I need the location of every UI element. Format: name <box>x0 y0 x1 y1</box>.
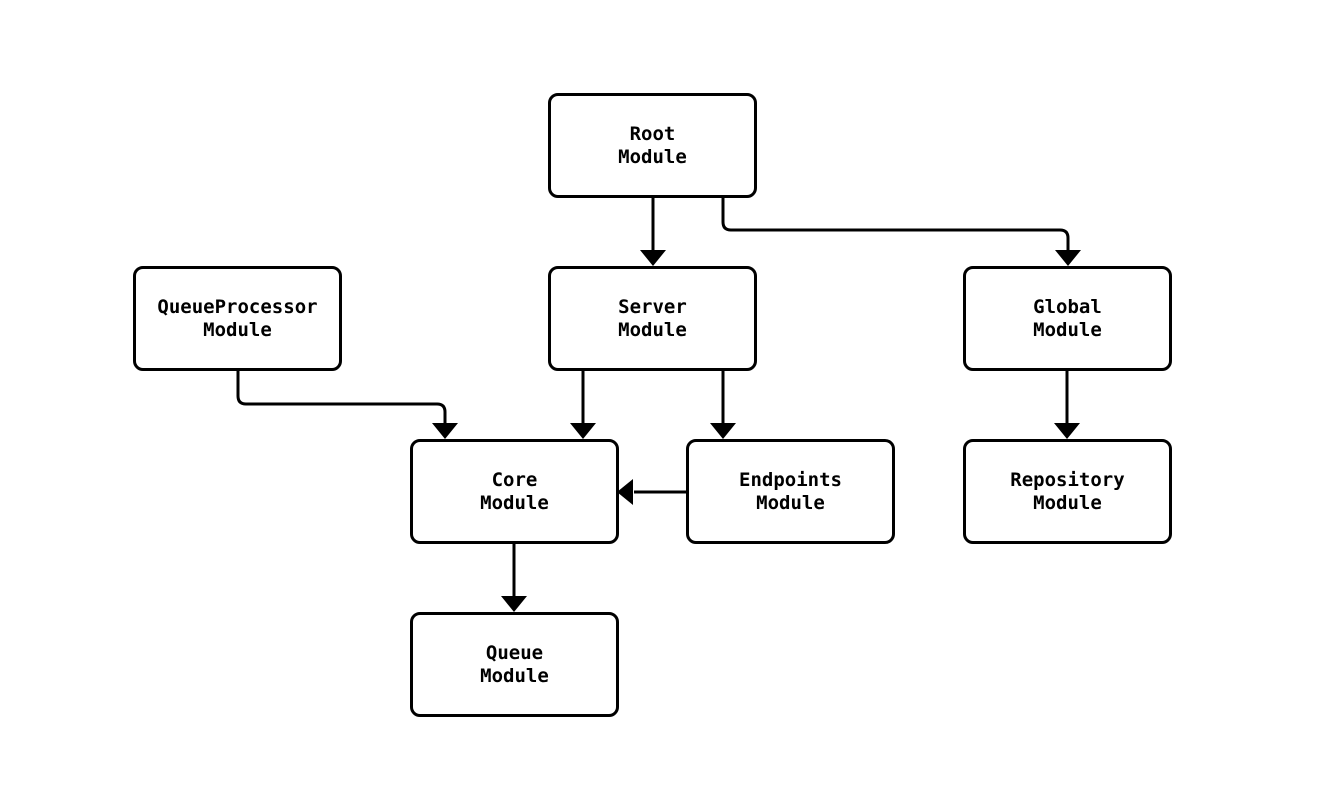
edge-queueprocessor-to-core <box>236 371 458 439</box>
node-global-module: Global Module <box>963 266 1172 371</box>
node-server-module: Server Module <box>548 266 757 371</box>
edge-global-to-repository <box>1054 371 1080 439</box>
edge-server-to-endpoints <box>710 371 736 439</box>
edge-endpoints-to-core <box>617 479 686 505</box>
node-queue-module-label: Queue Module <box>480 641 549 687</box>
edge-server-to-core <box>570 371 596 439</box>
node-root-module: Root Module <box>548 93 757 198</box>
edge-root-to-server <box>640 198 666 266</box>
node-queueprocessor-module: QueueProcessor Module <box>133 266 342 371</box>
node-server-module-label: Server Module <box>618 295 687 341</box>
edge-root-to-global <box>721 198 1081 266</box>
node-repository-module-label: Repository Module <box>1010 468 1125 514</box>
node-endpoints-module: Endpoints Module <box>686 439 895 544</box>
node-root-module-label: Root Module <box>618 122 687 168</box>
node-core-module-label: Core Module <box>480 468 549 514</box>
node-queueprocessor-module-label: QueueProcessor Module <box>157 295 318 341</box>
edge-core-to-queue <box>501 544 527 612</box>
node-core-module: Core Module <box>410 439 619 544</box>
node-repository-module: Repository Module <box>963 439 1172 544</box>
node-global-module-label: Global Module <box>1033 295 1102 341</box>
node-endpoints-module-label: Endpoints Module <box>739 468 842 514</box>
node-queue-module: Queue Module <box>410 612 619 717</box>
